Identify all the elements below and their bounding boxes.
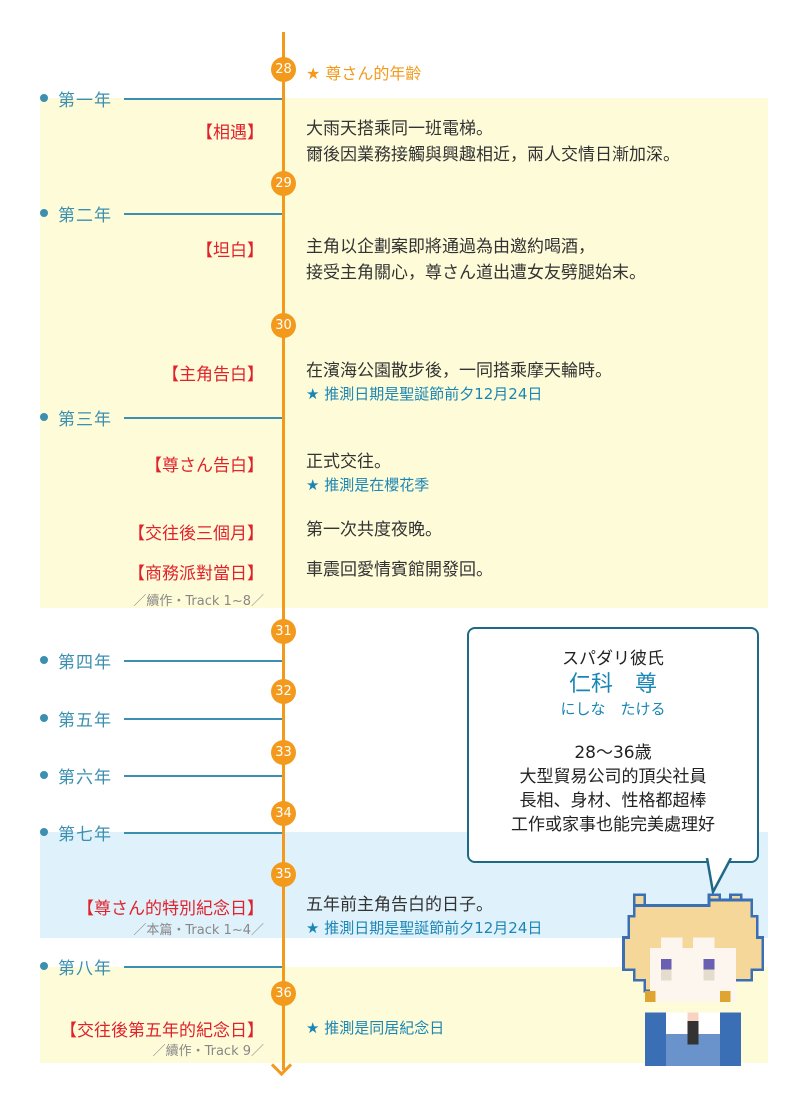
event-label: 【尊さん告白】 [145, 456, 264, 476]
event-note: ★ 推測日期是聖誕節前夕12月24日 [306, 919, 543, 937]
profile-age: 28～36歳 [574, 743, 652, 763]
source-note: ／續作・Track 1~8／ [133, 594, 264, 609]
year-marker: 第三年 [40, 407, 284, 430]
year-marker: 第四年 [40, 650, 284, 673]
profile-line: 工作或家事也能完美處理好 [511, 815, 715, 835]
event-text: 在濱海公園散步後，一同搭乘摩天輪時。 [306, 361, 612, 381]
profile-line: 長相、身材、性格都超棒 [519, 791, 707, 811]
year-marker: 第一年 [40, 88, 284, 111]
age-badge: 36 [271, 981, 296, 1006]
event-text: 五年前主角告白的日子。 [306, 895, 493, 915]
bubble-tail [705, 858, 733, 894]
event-text: 正式交往。 [306, 452, 391, 472]
year-marker: 第六年 [40, 765, 284, 788]
period-band-1 [40, 98, 768, 608]
age-badge: 33 [271, 740, 296, 765]
age-badge: 31 [271, 619, 296, 644]
event-label: 【商務派對當日】 [128, 564, 264, 584]
character-avatar [622, 893, 764, 1066]
source-note: ／續作・Track 9／ [152, 1044, 264, 1059]
year-marker: 第七年 [40, 822, 284, 845]
age-badge: 28 [271, 57, 296, 82]
event-text: 車震回愛情賓館開發回。 [306, 560, 493, 580]
age-badge: 34 [271, 801, 296, 826]
event-label: 【坦白】 [196, 241, 264, 261]
age-legend: ★ 尊さん的年齡 [306, 64, 422, 83]
age-badge: 30 [271, 313, 296, 338]
event-note: ★ 推測是同居紀念日 [306, 1019, 445, 1037]
profile-bubble: スパダリ彼氏 仁科 尊 にしな たける 28～36歳 大型貿易公司的頂尖社員 長… [467, 627, 759, 863]
profile-title: スパダリ彼氏 [562, 649, 664, 669]
event-label: 【交往後第五年的紀念日】 [60, 1021, 264, 1041]
age-badge: 29 [271, 171, 296, 196]
event-note: ★ 推測日期是聖誕節前夕12月24日 [306, 385, 543, 403]
year-marker: 第八年 [40, 956, 284, 979]
profile-line: 大型貿易公司的頂尖社員 [519, 767, 707, 787]
age-badge: 35 [271, 862, 296, 887]
event-label: 【交往後三個月】 [128, 524, 264, 544]
year-marker: 第二年 [40, 203, 284, 226]
profile-reading: にしな たける [560, 700, 666, 718]
timeline-axis [282, 32, 285, 1070]
profile-name: 仁科 尊 [568, 672, 657, 697]
event-text: 第一次共度夜晚。 [306, 520, 442, 540]
event-label: 【尊さん的特別紀念日】 [77, 899, 264, 919]
event-text: 主角以企劃案即將通過為由邀約喝酒，接受主角關心，尊さん道出遭女友劈腿始末。 [306, 237, 646, 283]
year-marker: 第五年 [40, 708, 284, 731]
event-label: 【主角告白】 [162, 365, 264, 385]
event-note: ★ 推測是在櫻花季 [306, 476, 430, 494]
age-badge: 32 [271, 679, 296, 704]
event-text: 大雨天搭乘同一班電梯。爾後因業務接觸與興趣相近，兩人交情日漸加深。 [306, 119, 680, 165]
source-note: ／本篇・Track 1~4／ [133, 923, 264, 938]
event-label: 【相遇】 [196, 123, 264, 143]
